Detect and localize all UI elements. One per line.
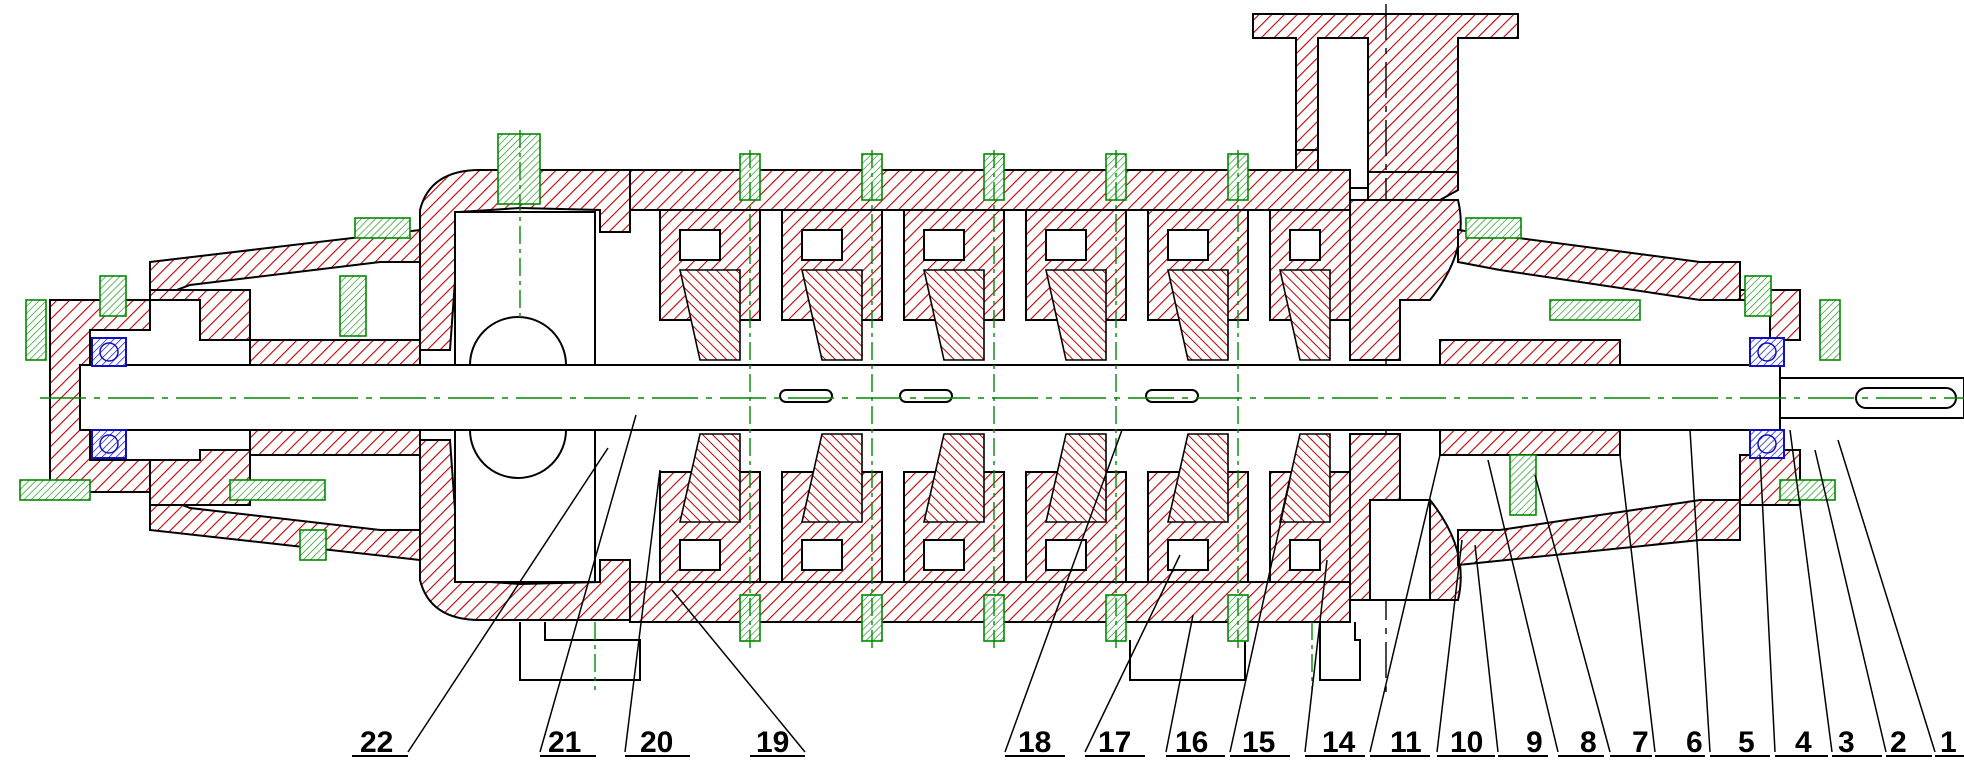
shaft bbox=[40, 364, 1964, 431]
label-15: 15 bbox=[1242, 726, 1275, 759]
label-3: 3 bbox=[1838, 726, 1855, 759]
label-14: 14 bbox=[1322, 726, 1356, 759]
label-10: 10 bbox=[1450, 726, 1483, 759]
label-2: 2 bbox=[1890, 726, 1907, 759]
label-9: 9 bbox=[1526, 726, 1543, 759]
impellers bbox=[678, 269, 1331, 523]
label-7: 7 bbox=[1632, 726, 1649, 759]
label-4: 4 bbox=[1795, 726, 1812, 759]
bearings bbox=[91, 337, 1785, 459]
label-11: 11 bbox=[1390, 726, 1422, 759]
discharge-casing bbox=[1349, 199, 1801, 601]
label-20: 20 bbox=[640, 726, 673, 759]
label-5: 5 bbox=[1738, 726, 1755, 759]
leader-lines bbox=[407, 414, 1936, 753]
label-21: 21 bbox=[548, 726, 581, 759]
tie-bolts bbox=[19, 133, 1841, 642]
label-17: 17 bbox=[1098, 726, 1131, 759]
label-22: 22 bbox=[360, 726, 393, 759]
label-6: 6 bbox=[1686, 726, 1703, 759]
label-16: 16 bbox=[1175, 726, 1208, 759]
part-labels: 22 21 20 19 18 17 16 15 14 11 10 9 8 7 6… bbox=[352, 726, 1964, 759]
label-18: 18 bbox=[1018, 726, 1051, 759]
stage-4 bbox=[1025, 209, 1127, 583]
label-8: 8 bbox=[1580, 726, 1597, 759]
label-19: 19 bbox=[756, 726, 789, 759]
stage-centerlines bbox=[519, 130, 1313, 690]
label-1: 1 bbox=[1940, 726, 1957, 759]
